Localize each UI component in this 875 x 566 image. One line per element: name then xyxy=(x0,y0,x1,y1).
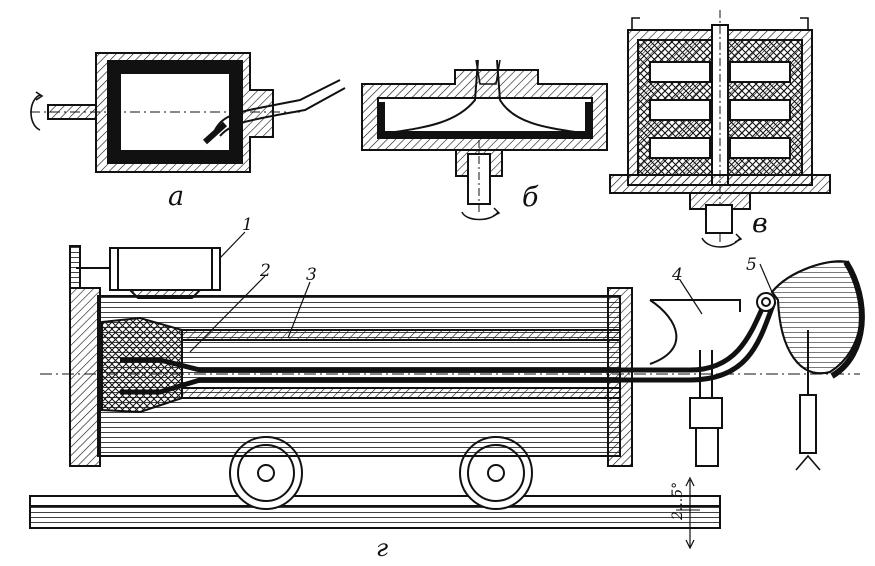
callout-5: 5 xyxy=(746,255,757,275)
panel-v-label: в xyxy=(752,208,768,239)
callout-1: 1 xyxy=(242,215,253,235)
tilt-angle-label: 2...5° xyxy=(670,482,686,521)
panel-v-stacked-molds xyxy=(609,10,831,248)
panel-a-horizontal-mold xyxy=(30,52,346,173)
callout-3: 3 xyxy=(306,265,317,285)
callout-leaders xyxy=(189,231,773,353)
panel-g-label: г xyxy=(376,534,388,562)
callout-2: 2 xyxy=(259,261,271,281)
panel-g-pipe-casting-machine xyxy=(29,245,865,550)
panel-a-label: а xyxy=(168,181,184,212)
panel-b-vertical-mold xyxy=(361,59,608,221)
callout-4: 4 xyxy=(671,265,683,285)
panel-b-label: б xyxy=(522,182,539,213)
